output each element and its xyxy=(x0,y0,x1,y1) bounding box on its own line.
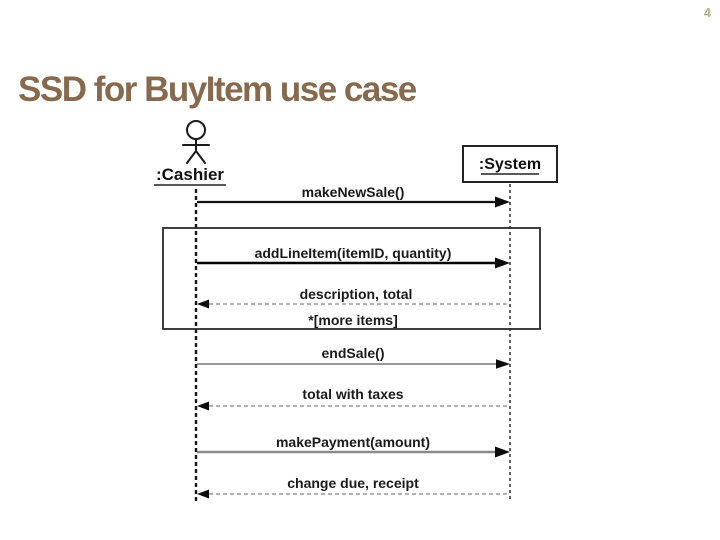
iteration-note-more-items: *[more items] xyxy=(308,312,397,328)
message-label-makepayment: makePayment(amount) xyxy=(276,434,430,450)
actor-head xyxy=(186,120,206,140)
message-label-change-due-receipt: change due, receipt xyxy=(287,475,419,491)
system-box xyxy=(462,145,558,183)
message-label-total-with-taxes: total with taxes xyxy=(302,386,403,402)
stick-figure-actor-icon xyxy=(182,120,210,164)
arrowhead-right-icon xyxy=(496,359,510,369)
message-label-description-total: description, total xyxy=(300,286,413,302)
slide-title: SSD for BuyItem use case xyxy=(18,70,417,109)
arrowhead-left-icon xyxy=(197,401,209,411)
loop-frame xyxy=(162,227,541,330)
message-label-endsale: endSale() xyxy=(321,345,384,361)
cashier-label: :Cashier xyxy=(156,165,224,184)
actor-leg-right xyxy=(195,150,206,164)
arrowhead-left-icon xyxy=(197,299,209,309)
arrowhead-left-icon xyxy=(197,489,209,499)
actor-leg-left xyxy=(186,150,197,164)
system-label: :System xyxy=(479,156,541,173)
arrowhead-right-icon xyxy=(495,196,510,208)
arrowhead-right-icon xyxy=(495,257,510,269)
message-label-makenewsale: makeNewSale() xyxy=(302,184,405,200)
arrowhead-right-icon xyxy=(495,446,510,458)
page-number: 4 xyxy=(703,5,711,20)
message-label-addlineitem: addLineItem(itemID, quantity) xyxy=(255,245,452,261)
